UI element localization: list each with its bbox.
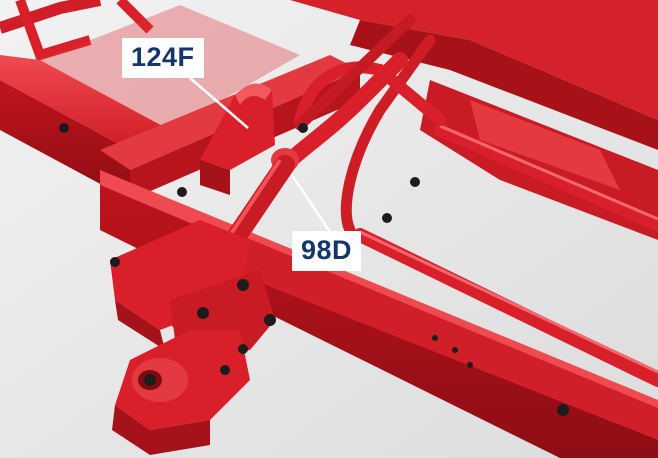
hitch-assembly (110, 220, 275, 455)
part-callout-124f: 124F (122, 38, 204, 78)
bolts (59, 123, 569, 416)
tie-rods (294, 14, 658, 387)
callout-leaders (189, 77, 332, 233)
part-callout-98d: 98D (292, 231, 362, 271)
mount-bracket (200, 83, 275, 195)
upper-frame-rods (0, 0, 154, 62)
